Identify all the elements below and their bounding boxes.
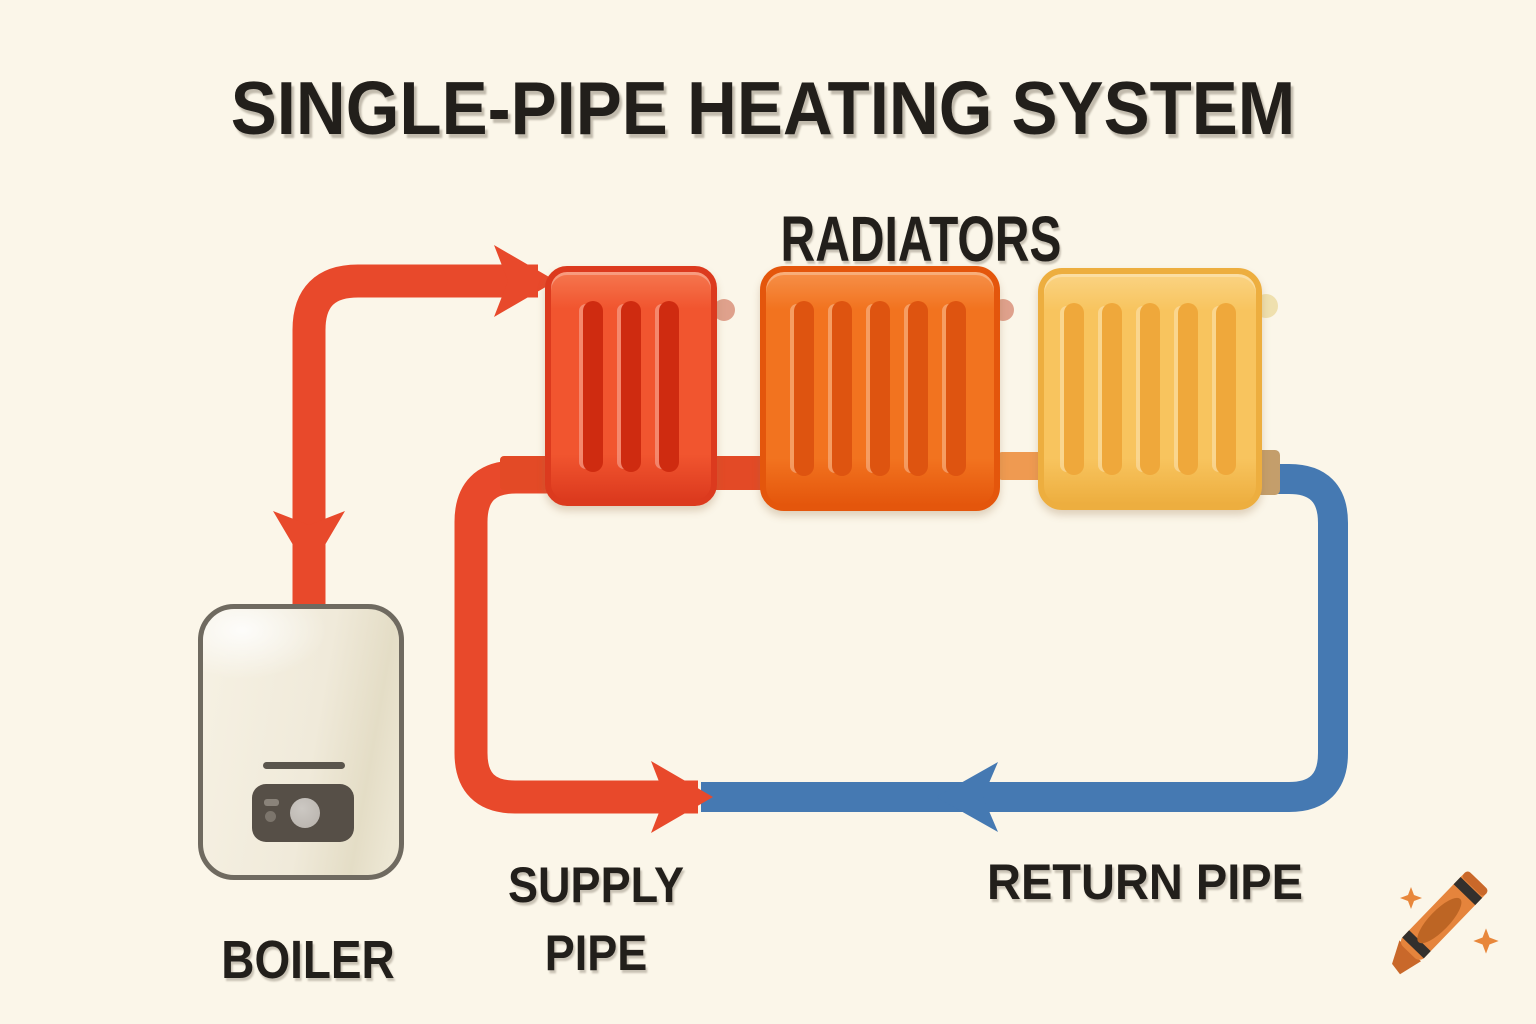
radiator-slat <box>946 301 966 476</box>
radiator-slat <box>1178 302 1198 476</box>
page-title: SINGLE-PIPE HEATING SYSTEM <box>230 66 1296 150</box>
crayon-icon <box>1385 854 1535 1002</box>
radiator-slat <box>832 301 852 476</box>
radiator2-radiator3-connector <box>998 452 1044 480</box>
radiator-slat <box>1064 302 1084 476</box>
radiator1-inlet-connector <box>500 456 552 490</box>
supply-pipe-arrow-bottom <box>651 761 713 833</box>
radiator-slat <box>621 300 641 472</box>
radiator-slat <box>1216 302 1236 476</box>
radiator-slat <box>1140 302 1160 476</box>
supply-pipe-arrow-right <box>494 245 556 317</box>
radiator1-radiator2-connector <box>712 456 766 490</box>
boiler <box>198 604 404 880</box>
radiator-slat <box>583 300 603 472</box>
radiator-slat <box>794 301 814 476</box>
boiler-indicator-bar <box>264 799 279 806</box>
boiler-label: BOILER <box>221 930 395 990</box>
radiator-slat <box>870 301 890 476</box>
radiator-3 <box>1038 268 1262 510</box>
radiators-label: RADIATORS <box>780 203 1062 275</box>
radiator-slat <box>659 300 679 472</box>
return-pipe <box>701 464 1348 812</box>
return-pipe-label: RETURN PIPE <box>986 854 1304 910</box>
supply-pipe-arrow-down <box>273 511 345 572</box>
boiler-knob <box>290 798 320 828</box>
supply-pipe-lower <box>454 460 698 814</box>
return-pipe-arrow <box>936 762 998 832</box>
supply-pipe-upper <box>292 264 538 604</box>
boiler-control-panel <box>252 784 354 842</box>
boiler-indicator-dot <box>265 811 276 822</box>
radiator-1 <box>545 266 717 506</box>
supply-pipe-label: SUPPLY PIPE <box>508 857 684 981</box>
boiler-vent-slot <box>263 762 345 769</box>
radiator-2 <box>760 266 1000 511</box>
radiator-slat <box>1102 302 1122 476</box>
radiator1-valve-knob <box>713 299 735 321</box>
radiator-slat <box>908 301 928 476</box>
crayon-icon-svg <box>1392 871 1499 975</box>
